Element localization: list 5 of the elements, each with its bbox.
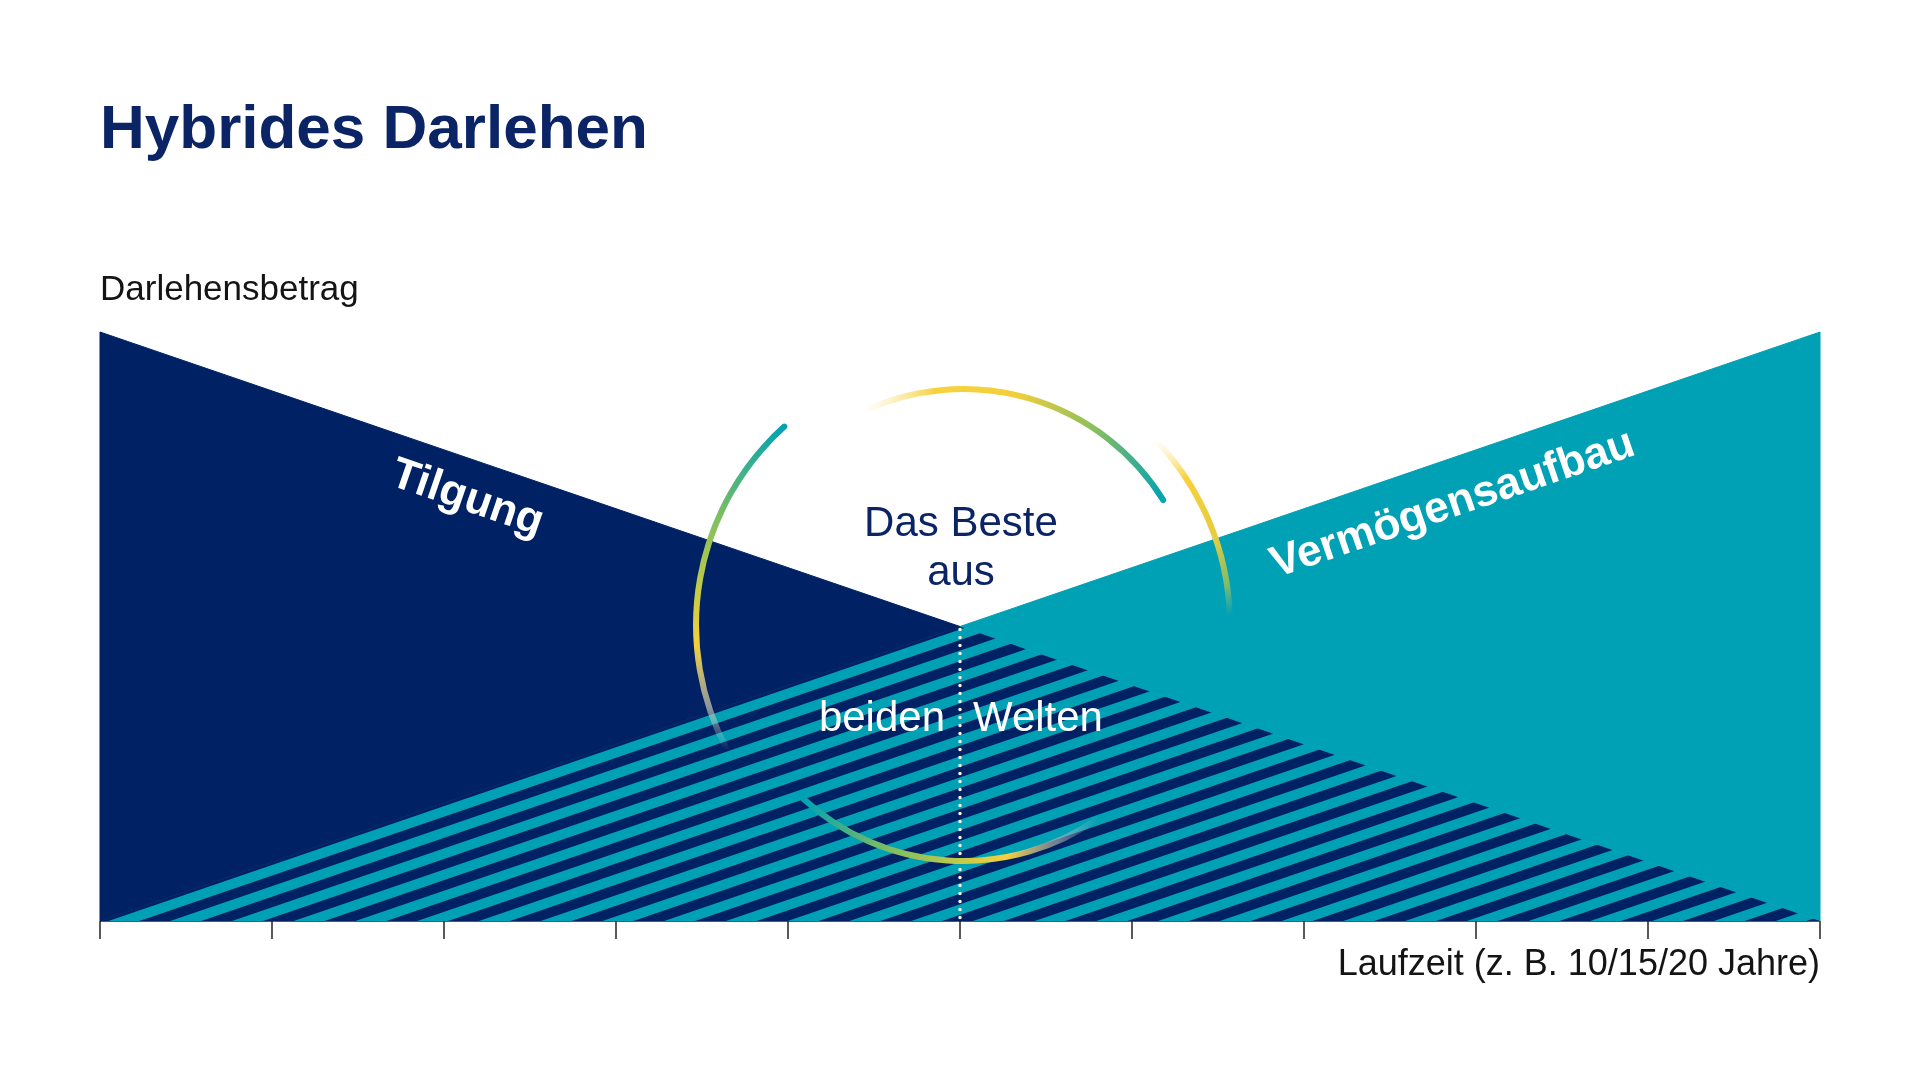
center-text: Das Beste aus bbox=[863, 497, 1059, 595]
axis-title: Darlehensbetrag bbox=[100, 270, 359, 305]
center-text: beiden bbox=[818, 692, 945, 741]
center-text: Welten bbox=[973, 692, 1103, 741]
axis-title: Laufzeit (z. B. 10/15/20 Jahre) bbox=[1337, 945, 1820, 981]
